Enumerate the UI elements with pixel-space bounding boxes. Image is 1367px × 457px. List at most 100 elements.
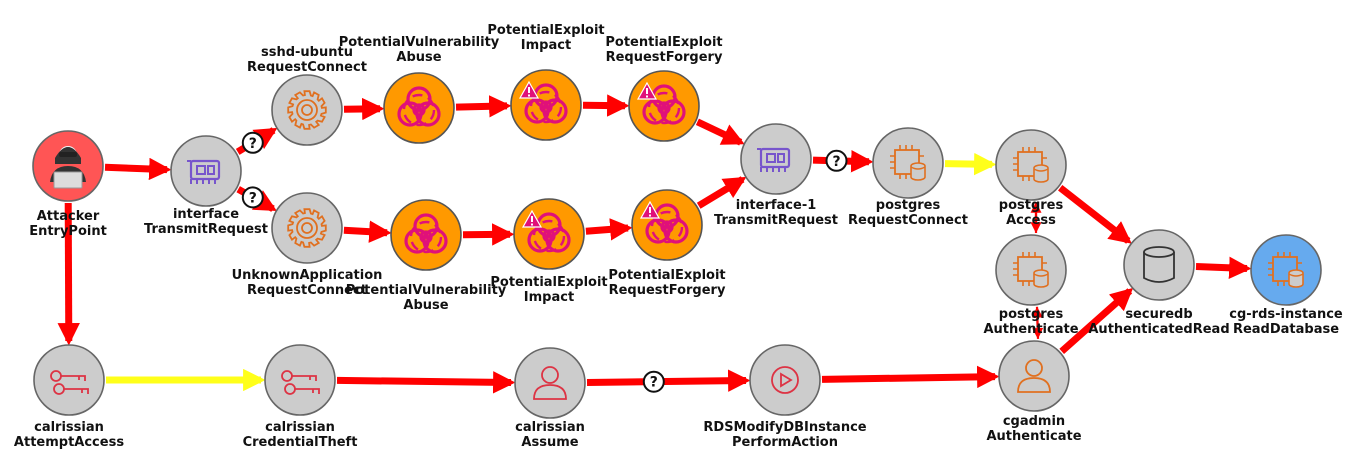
db-instance-icon: [890, 145, 926, 181]
node-label-line2: RequestForgery: [609, 283, 726, 298]
node-label-line2: ReadDatabase: [1233, 322, 1339, 337]
hacker-icon: [50, 146, 86, 189]
node-label-line1: postgres: [999, 198, 1064, 213]
node-pg-auth[interactable]: [995, 234, 1067, 306]
network-card-icon: [757, 147, 791, 172]
node-label-line2: RequestConnect: [848, 213, 968, 228]
node-label-line2: RequestConnect: [247, 283, 367, 298]
node-circle: [872, 127, 944, 199]
unknown-link-marker: ?: [241, 186, 264, 209]
node-modify[interactable]: [749, 344, 821, 416]
node-label-line1: PotentialVulnerability: [346, 283, 507, 298]
biohazard-icon: [397, 86, 441, 127]
edge-theft-to-assume: [336, 371, 516, 394]
warning-icon: [636, 81, 658, 100]
node-interface[interactable]: [170, 135, 242, 207]
play-icon: [771, 366, 799, 394]
edge-sshd-to-vuln-top: [343, 97, 385, 121]
node-pg-access[interactable]: [995, 129, 1067, 201]
edge-unknown-to-vuln-bottom: [343, 220, 392, 243]
node-forgery-top[interactable]: [628, 70, 700, 142]
node-label-line2: AuthenticatedRead: [1088, 322, 1229, 337]
unknown-link-marker: ?: [825, 149, 848, 172]
edge-forgery-top-to-interface1: [695, 118, 745, 146]
node-circle: [749, 344, 821, 416]
node-label-line1: cg-rds-instance: [1229, 307, 1343, 322]
node-label-line1: interface-1: [736, 198, 817, 213]
node-label-line1: interface: [173, 207, 239, 222]
node-forgery-bottom[interactable]: [631, 189, 703, 261]
node-sshd[interactable]: [271, 74, 343, 146]
node-cgadmin[interactable]: [998, 340, 1070, 412]
biohazard-warning-icon: [518, 80, 568, 124]
warning-icon: [518, 80, 540, 99]
node-unknown[interactable]: [271, 192, 343, 264]
node-pg-connect[interactable]: [872, 127, 944, 199]
node-circle: [1250, 234, 1322, 306]
svg-text:?: ?: [650, 375, 658, 391]
node-label-line2: CredentialTheft: [243, 435, 358, 450]
node-impact-top[interactable]: [510, 69, 582, 141]
node-assume[interactable]: [514, 347, 586, 419]
node-label-line1: PotentialVulnerability: [339, 35, 500, 50]
node-attempt[interactable]: [33, 344, 105, 416]
db-instance-icon: [1013, 252, 1049, 288]
edge-attacker-to-attempt: [57, 202, 80, 346]
edge-impact-bottom-to-forgery-bottom: [585, 218, 633, 241]
node-impact-bottom[interactable]: [513, 198, 585, 270]
node-vuln-bottom[interactable]: [390, 199, 462, 271]
node-label-line1: PotentialExploit: [490, 275, 607, 290]
gear-icon: [287, 90, 327, 130]
node-label-line1: calrissian: [265, 420, 335, 435]
edge-vuln-top-to-impact-top: [455, 95, 512, 118]
node-label-line2: Impact: [521, 38, 571, 53]
database-icon: [1143, 246, 1175, 283]
node-label-line1: RDSModifyDBInstance: [703, 420, 866, 435]
node-label-line2: Abuse: [403, 298, 448, 313]
node-attacker[interactable]: [32, 130, 104, 202]
db-instance-icon: [1268, 252, 1304, 288]
edge-pg-connect-to-pg-access: [944, 152, 997, 176]
node-securedb[interactable]: [1123, 229, 1195, 301]
node-label-line2: TransmitRequest: [144, 222, 268, 237]
node-label-line1: postgres: [999, 307, 1064, 322]
edge-assume-to-modify: [586, 369, 751, 392]
node-label-line1: PotentialExploit: [608, 268, 725, 283]
unknown-link-marker: ?: [241, 131, 264, 154]
node-label-line2: EntryPoint: [29, 224, 107, 239]
node-circle: [995, 129, 1067, 201]
user-icon: [1017, 359, 1051, 393]
node-label-line1: sshd-ubuntu: [261, 45, 353, 60]
svg-text:?: ?: [832, 154, 840, 170]
node-label-line1: securedb: [1125, 307, 1192, 322]
node-label-line1: PotentialExploit: [605, 35, 722, 50]
db-instance-icon: [1013, 147, 1049, 183]
biohazard-warning-icon: [636, 81, 686, 125]
edge-cgadmin-to-pg-auth: [1031, 306, 1043, 339]
node-label-line2: Impact: [524, 290, 574, 305]
node-vuln-top[interactable]: [383, 72, 455, 144]
biohazard-icon: [404, 213, 448, 254]
node-theft[interactable]: [264, 344, 336, 416]
node-rds[interactable]: [1250, 234, 1322, 306]
edge-pg-access-to-securedb: [1058, 185, 1132, 244]
edge-forgery-bottom-to-interface1: [696, 176, 747, 209]
node-circle: [33, 344, 105, 416]
node-label-line2: RequestForgery: [606, 50, 723, 65]
node-interface1[interactable]: [740, 123, 812, 195]
node-label-line2: PerformAction: [732, 435, 838, 450]
